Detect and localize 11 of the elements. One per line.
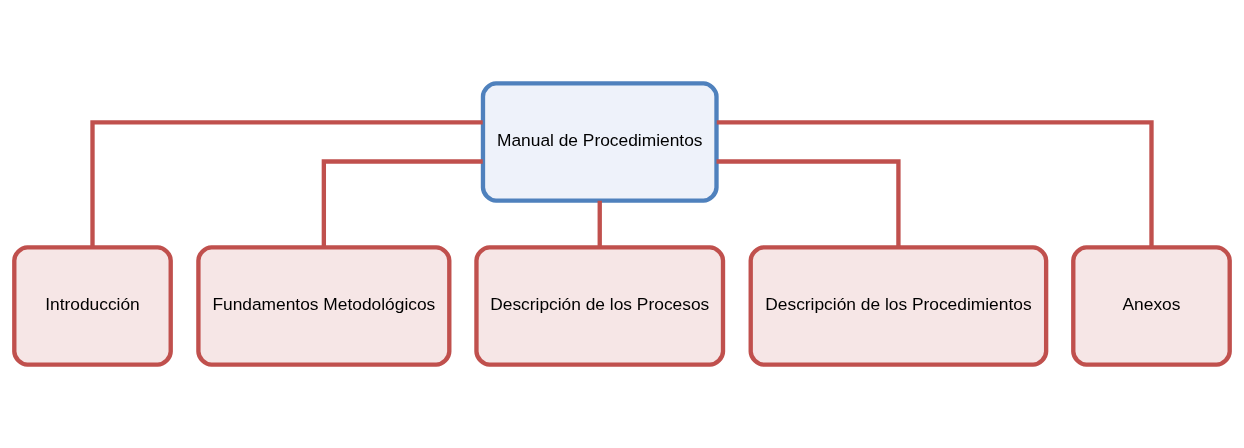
node-box: Fundamentos Metodológicos: [196, 245, 452, 367]
connector: [716, 159, 901, 248]
node-box: Introducción: [12, 245, 173, 367]
connector: [321, 159, 483, 248]
connector: [716, 120, 1154, 247]
connector: [90, 120, 483, 247]
node-box: Manual de Procedimientos: [480, 81, 719, 203]
node-box: Anexos: [1071, 245, 1232, 367]
connector: [597, 200, 602, 248]
node-box: Descripción de los Procedimientos: [748, 245, 1049, 367]
node-box: Descripción de los Procesos: [474, 245, 726, 367]
